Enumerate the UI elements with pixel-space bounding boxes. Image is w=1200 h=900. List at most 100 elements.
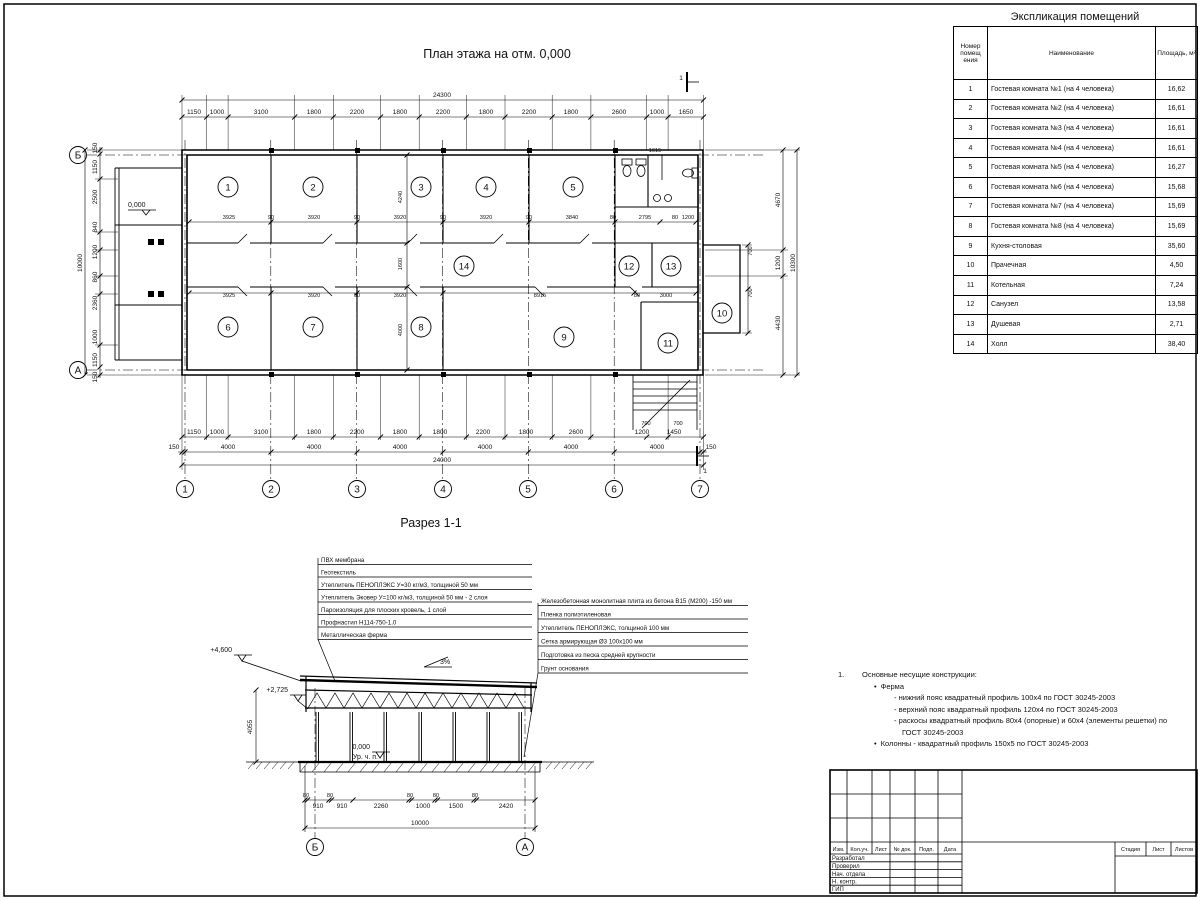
dim-label: 3920 xyxy=(308,215,320,221)
dim-label: 4000 xyxy=(650,444,665,451)
axis-label: А xyxy=(75,366,82,377)
dim-label: 2795 xyxy=(639,215,651,221)
dim-label: 1800 xyxy=(307,109,322,116)
room-num: 6 xyxy=(953,176,988,198)
dim-label: 80 xyxy=(634,293,640,299)
dim-label: 80 xyxy=(407,793,413,799)
room-area: 16,62 xyxy=(1155,79,1198,100)
room-number: 3 xyxy=(418,183,423,194)
cut-label: 1 xyxy=(679,75,683,82)
room-area: 16,61 xyxy=(1155,98,1198,120)
dim-label: 90 xyxy=(268,215,274,221)
dim-label: 8915 xyxy=(534,293,546,299)
callout-label: Пленка полиэтиленовая xyxy=(541,612,611,619)
note-line: - раскосы квадратный профиль 80х4 (опорн… xyxy=(836,715,1198,727)
room-bubble xyxy=(660,255,682,277)
title-block-frame xyxy=(829,769,1198,894)
dim-label: 2200 xyxy=(476,429,491,436)
dim-label: 1000 xyxy=(416,803,431,810)
room-area: 4,50 xyxy=(1155,255,1198,276)
room-num: 8 xyxy=(953,216,988,237)
callout-label: Утеплитель ПЕНОПЛЭКС, толщиной 100 мм xyxy=(541,625,669,632)
plan-title: План этажа на отм. 0,000 xyxy=(423,47,571,61)
toilet-icon xyxy=(691,167,699,179)
dim-label: 4240 xyxy=(398,191,404,203)
room-number: 12 xyxy=(624,262,635,273)
titleblock-role: Нач. отдела xyxy=(832,872,866,878)
axis-label: Б xyxy=(75,151,82,162)
room-area: 16,61 xyxy=(1155,118,1198,139)
door-leaves xyxy=(237,233,640,297)
toilet-icon xyxy=(622,165,632,177)
axis-bubble xyxy=(605,480,623,498)
plan-fixtures xyxy=(621,155,699,202)
callout-shelf-left xyxy=(317,558,532,682)
level-label: 0,000 xyxy=(352,744,370,751)
dim-label: 90 xyxy=(526,215,532,221)
sheet-frame xyxy=(3,3,1197,897)
axis-bubble xyxy=(69,361,87,379)
axis-bubble xyxy=(262,480,280,498)
callout-label: Пароизоляция для плоских кровель, 1 слой xyxy=(321,607,447,614)
foundation-outline xyxy=(299,762,541,773)
axis-label: 5 xyxy=(525,485,531,496)
callout-label: Грунт основания xyxy=(541,666,589,673)
toilet-icon xyxy=(635,158,647,166)
dim-label: 80 xyxy=(303,793,309,799)
axis-bubble xyxy=(519,480,537,498)
titleblock-stage: Листов xyxy=(1175,847,1193,853)
level-label: +4,600 xyxy=(210,647,232,654)
dim-label: 3920 xyxy=(394,293,406,299)
dim-label: 2200 xyxy=(350,109,365,116)
right-annex-walls xyxy=(703,244,741,334)
level-flag-icon xyxy=(128,209,156,216)
roof-slab xyxy=(299,678,538,689)
dim-label: 1000 xyxy=(92,329,99,344)
dim-label: 150 xyxy=(169,444,180,451)
room-num: 14 xyxy=(953,333,988,355)
room-area: 38,40 xyxy=(1155,333,1198,355)
axis-label: А xyxy=(522,843,529,854)
entrance-stairs xyxy=(632,375,698,430)
dim-label: 2500 xyxy=(92,189,99,204)
slab-hatch xyxy=(299,761,537,773)
room-area: 15,69 xyxy=(1155,216,1198,237)
section-axes: Б А xyxy=(306,838,534,856)
room-num: 3 xyxy=(953,118,988,139)
dim-label: 3920 xyxy=(394,215,406,221)
dim-label: 2600 xyxy=(612,109,627,116)
bullet-icon: • xyxy=(874,681,877,691)
schedule-col-area: Площадь, м² xyxy=(1155,26,1198,80)
dim-label: 1150 xyxy=(187,429,201,436)
dim-label: 1800 xyxy=(393,429,408,436)
room-number: 1 xyxy=(225,183,230,194)
dim-label: 1800 xyxy=(564,109,579,116)
room-name: Прачечная xyxy=(987,255,1156,276)
room-name: Гостевая комната №5 (на 4 человека) xyxy=(987,157,1156,178)
room-name: Котельная xyxy=(987,274,1156,296)
dim-label: 24000 xyxy=(433,457,451,464)
titleblock-stage: Лист xyxy=(1152,847,1165,853)
room-area: 7,24 xyxy=(1155,274,1198,296)
dim-label: 1000 xyxy=(210,109,225,116)
axis-bubble xyxy=(348,480,366,498)
dim-ticks xyxy=(82,97,800,468)
room-number: 9 xyxy=(561,333,566,344)
room-name: Гостевая комната №3 (на 4 человека) xyxy=(987,118,1156,139)
dim-label: 1200 xyxy=(635,429,650,436)
section-dim-ticks xyxy=(253,687,538,831)
dim-label: 1150 xyxy=(187,109,201,116)
callout-shelf-right xyxy=(523,603,748,758)
level-label: Ур. ч. п. xyxy=(353,754,378,761)
dim-label: 700 xyxy=(641,421,650,427)
room-num: 11 xyxy=(953,274,988,296)
section-columns xyxy=(315,712,522,762)
slope-label: 3% xyxy=(440,659,450,666)
level-label: +2,725 xyxy=(266,687,288,694)
room-num: 2 xyxy=(953,98,988,120)
